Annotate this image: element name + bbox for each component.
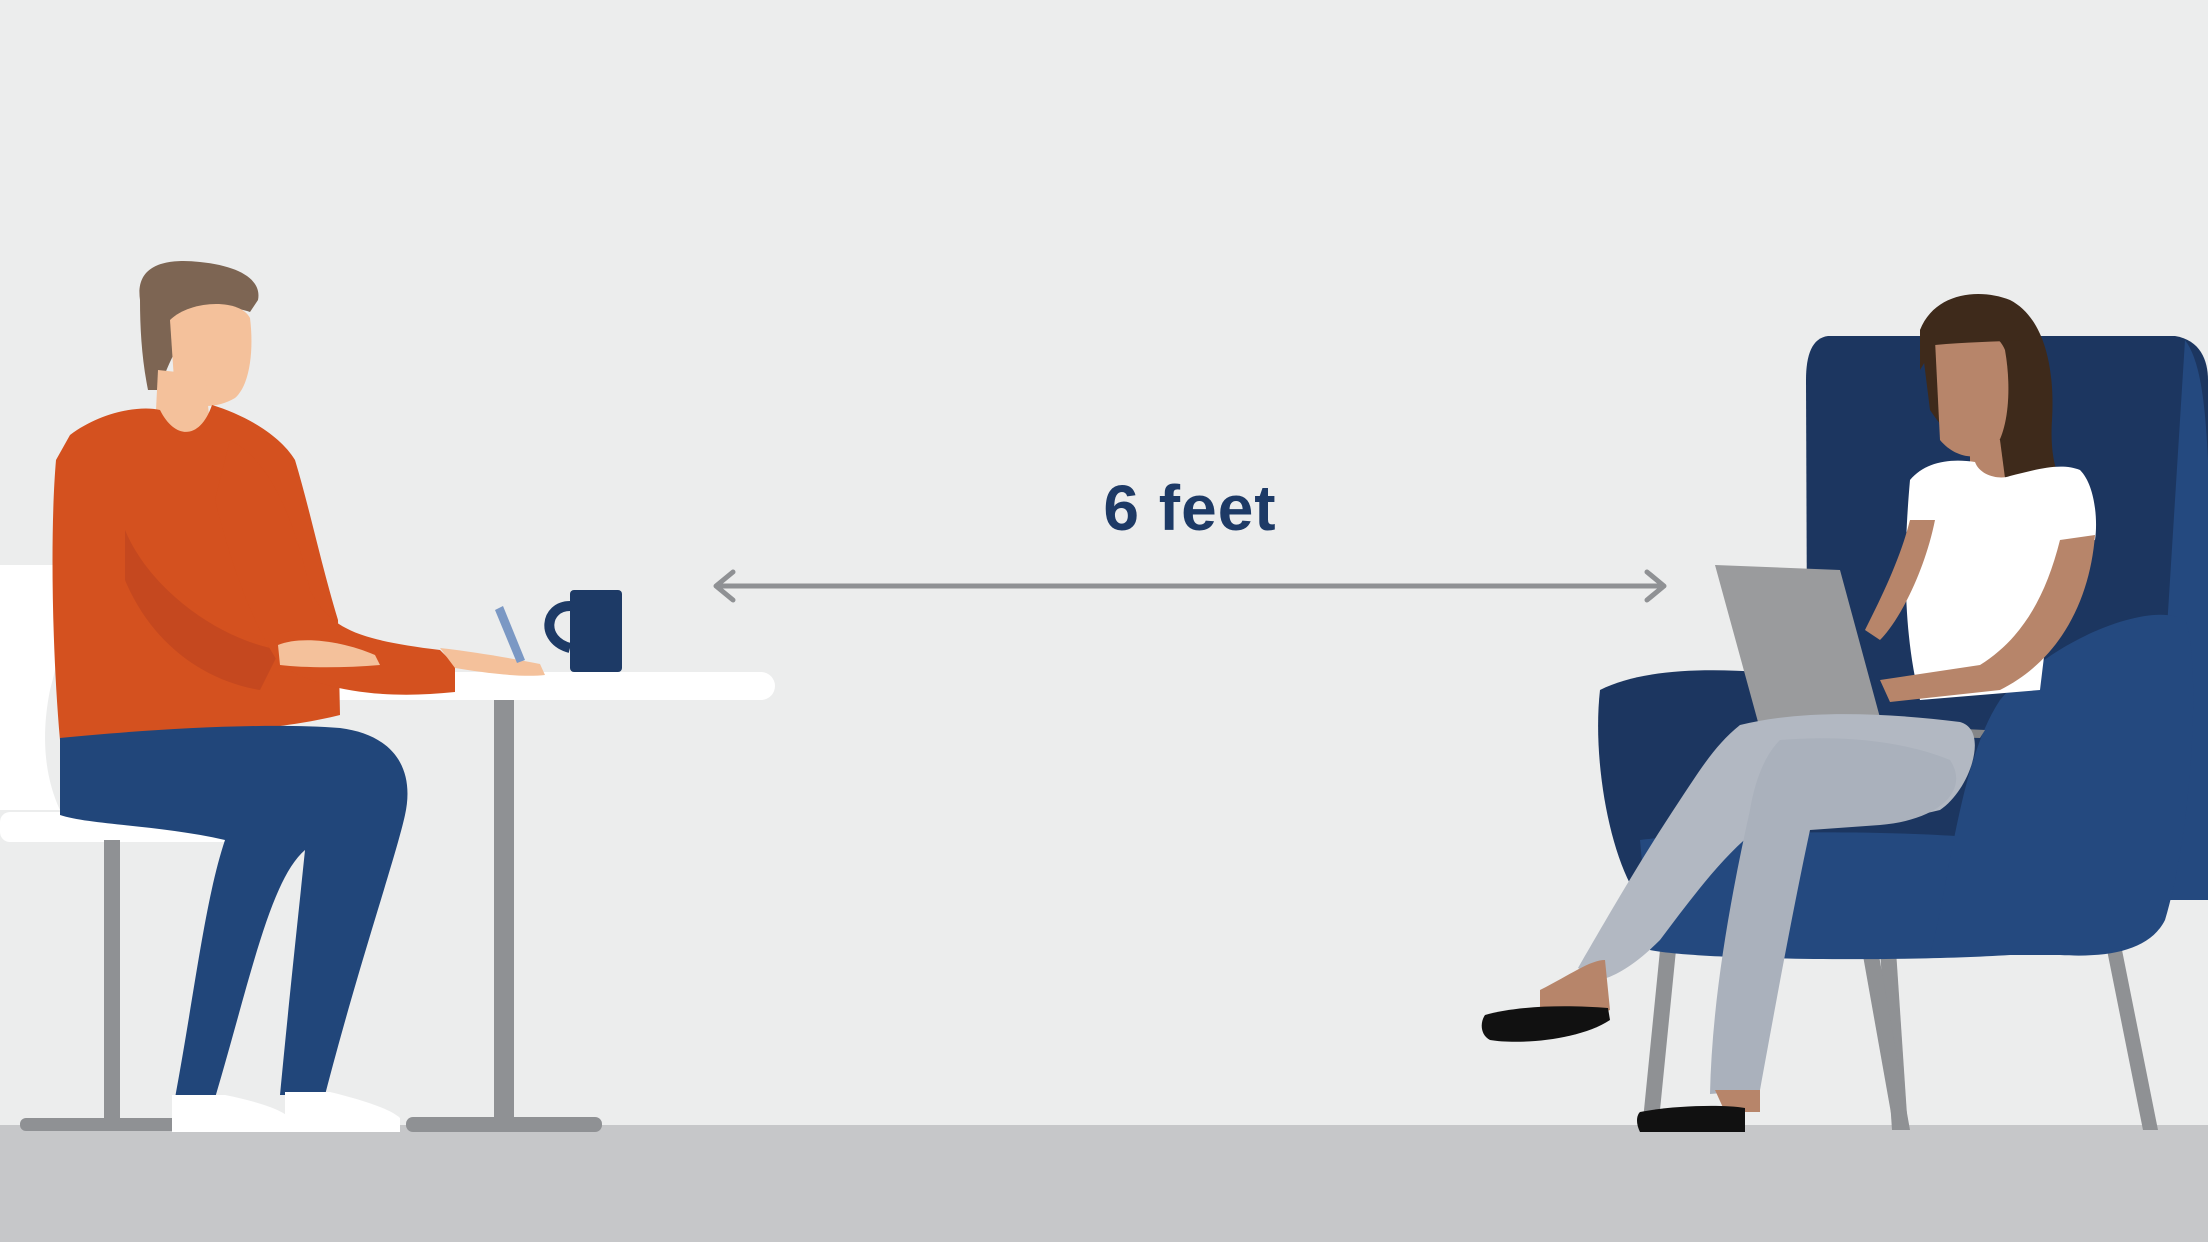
double-arrow-icon [713,569,1667,603]
armchair-legs [1642,940,2158,1130]
floor [0,1125,2208,1242]
distance-label: 6 feet [1103,472,1277,544]
armchair-right-arm [1930,614,2194,956]
woman-in-armchair-figure [1481,293,2208,1132]
pen-icon [495,606,525,663]
coffee-mug-icon [544,590,622,672]
man-at-table-figure [0,260,775,1132]
